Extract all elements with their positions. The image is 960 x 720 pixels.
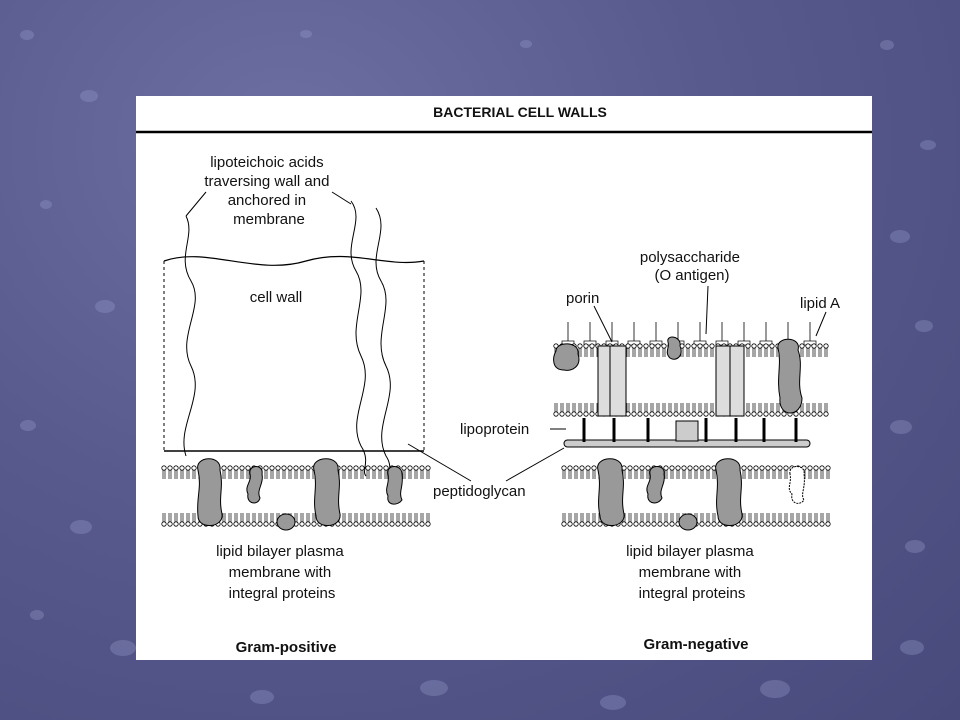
gram-positive-panel: lipoteichoic acids traversing wall and a… bbox=[161, 154, 431, 656]
gram-positive-integral-proteins bbox=[197, 458, 403, 531]
gram-negative-caption: Gram-negative bbox=[643, 636, 748, 653]
bacterial-cell-walls-figure: BACTERIAL CELL WALLS li bbox=[136, 96, 872, 660]
polysaccharide-label: polysaccharide (O antigen) bbox=[640, 249, 744, 284]
lps-chains bbox=[561, 322, 817, 346]
lipoteichoic-acids-label: lipoteichoic acids traversing wall and a… bbox=[204, 154, 333, 228]
lipid-a-label: lipid A bbox=[800, 295, 840, 312]
gram-positive-caption: Gram-positive bbox=[236, 639, 337, 656]
porin-label: porin bbox=[566, 290, 599, 307]
peptidoglycan-label: peptidoglycan bbox=[433, 483, 526, 500]
gram-negative-panel: polysaccharide (O antigen) porin lipid A… bbox=[460, 249, 840, 653]
figure-title: BACTERIAL CELL WALLS bbox=[433, 104, 607, 120]
gram-negative-integral-proteins bbox=[597, 458, 805, 531]
lipoproteins bbox=[582, 418, 798, 442]
cell-wall-label: cell wall bbox=[250, 289, 303, 306]
gram-negative-membrane-label: lipid bilayer plasma membrane with integ… bbox=[626, 543, 758, 602]
lipoprotein-label: lipoprotein bbox=[460, 421, 529, 438]
gram-positive-membrane-label: lipid bilayer plasma membrane with integ… bbox=[216, 543, 348, 602]
